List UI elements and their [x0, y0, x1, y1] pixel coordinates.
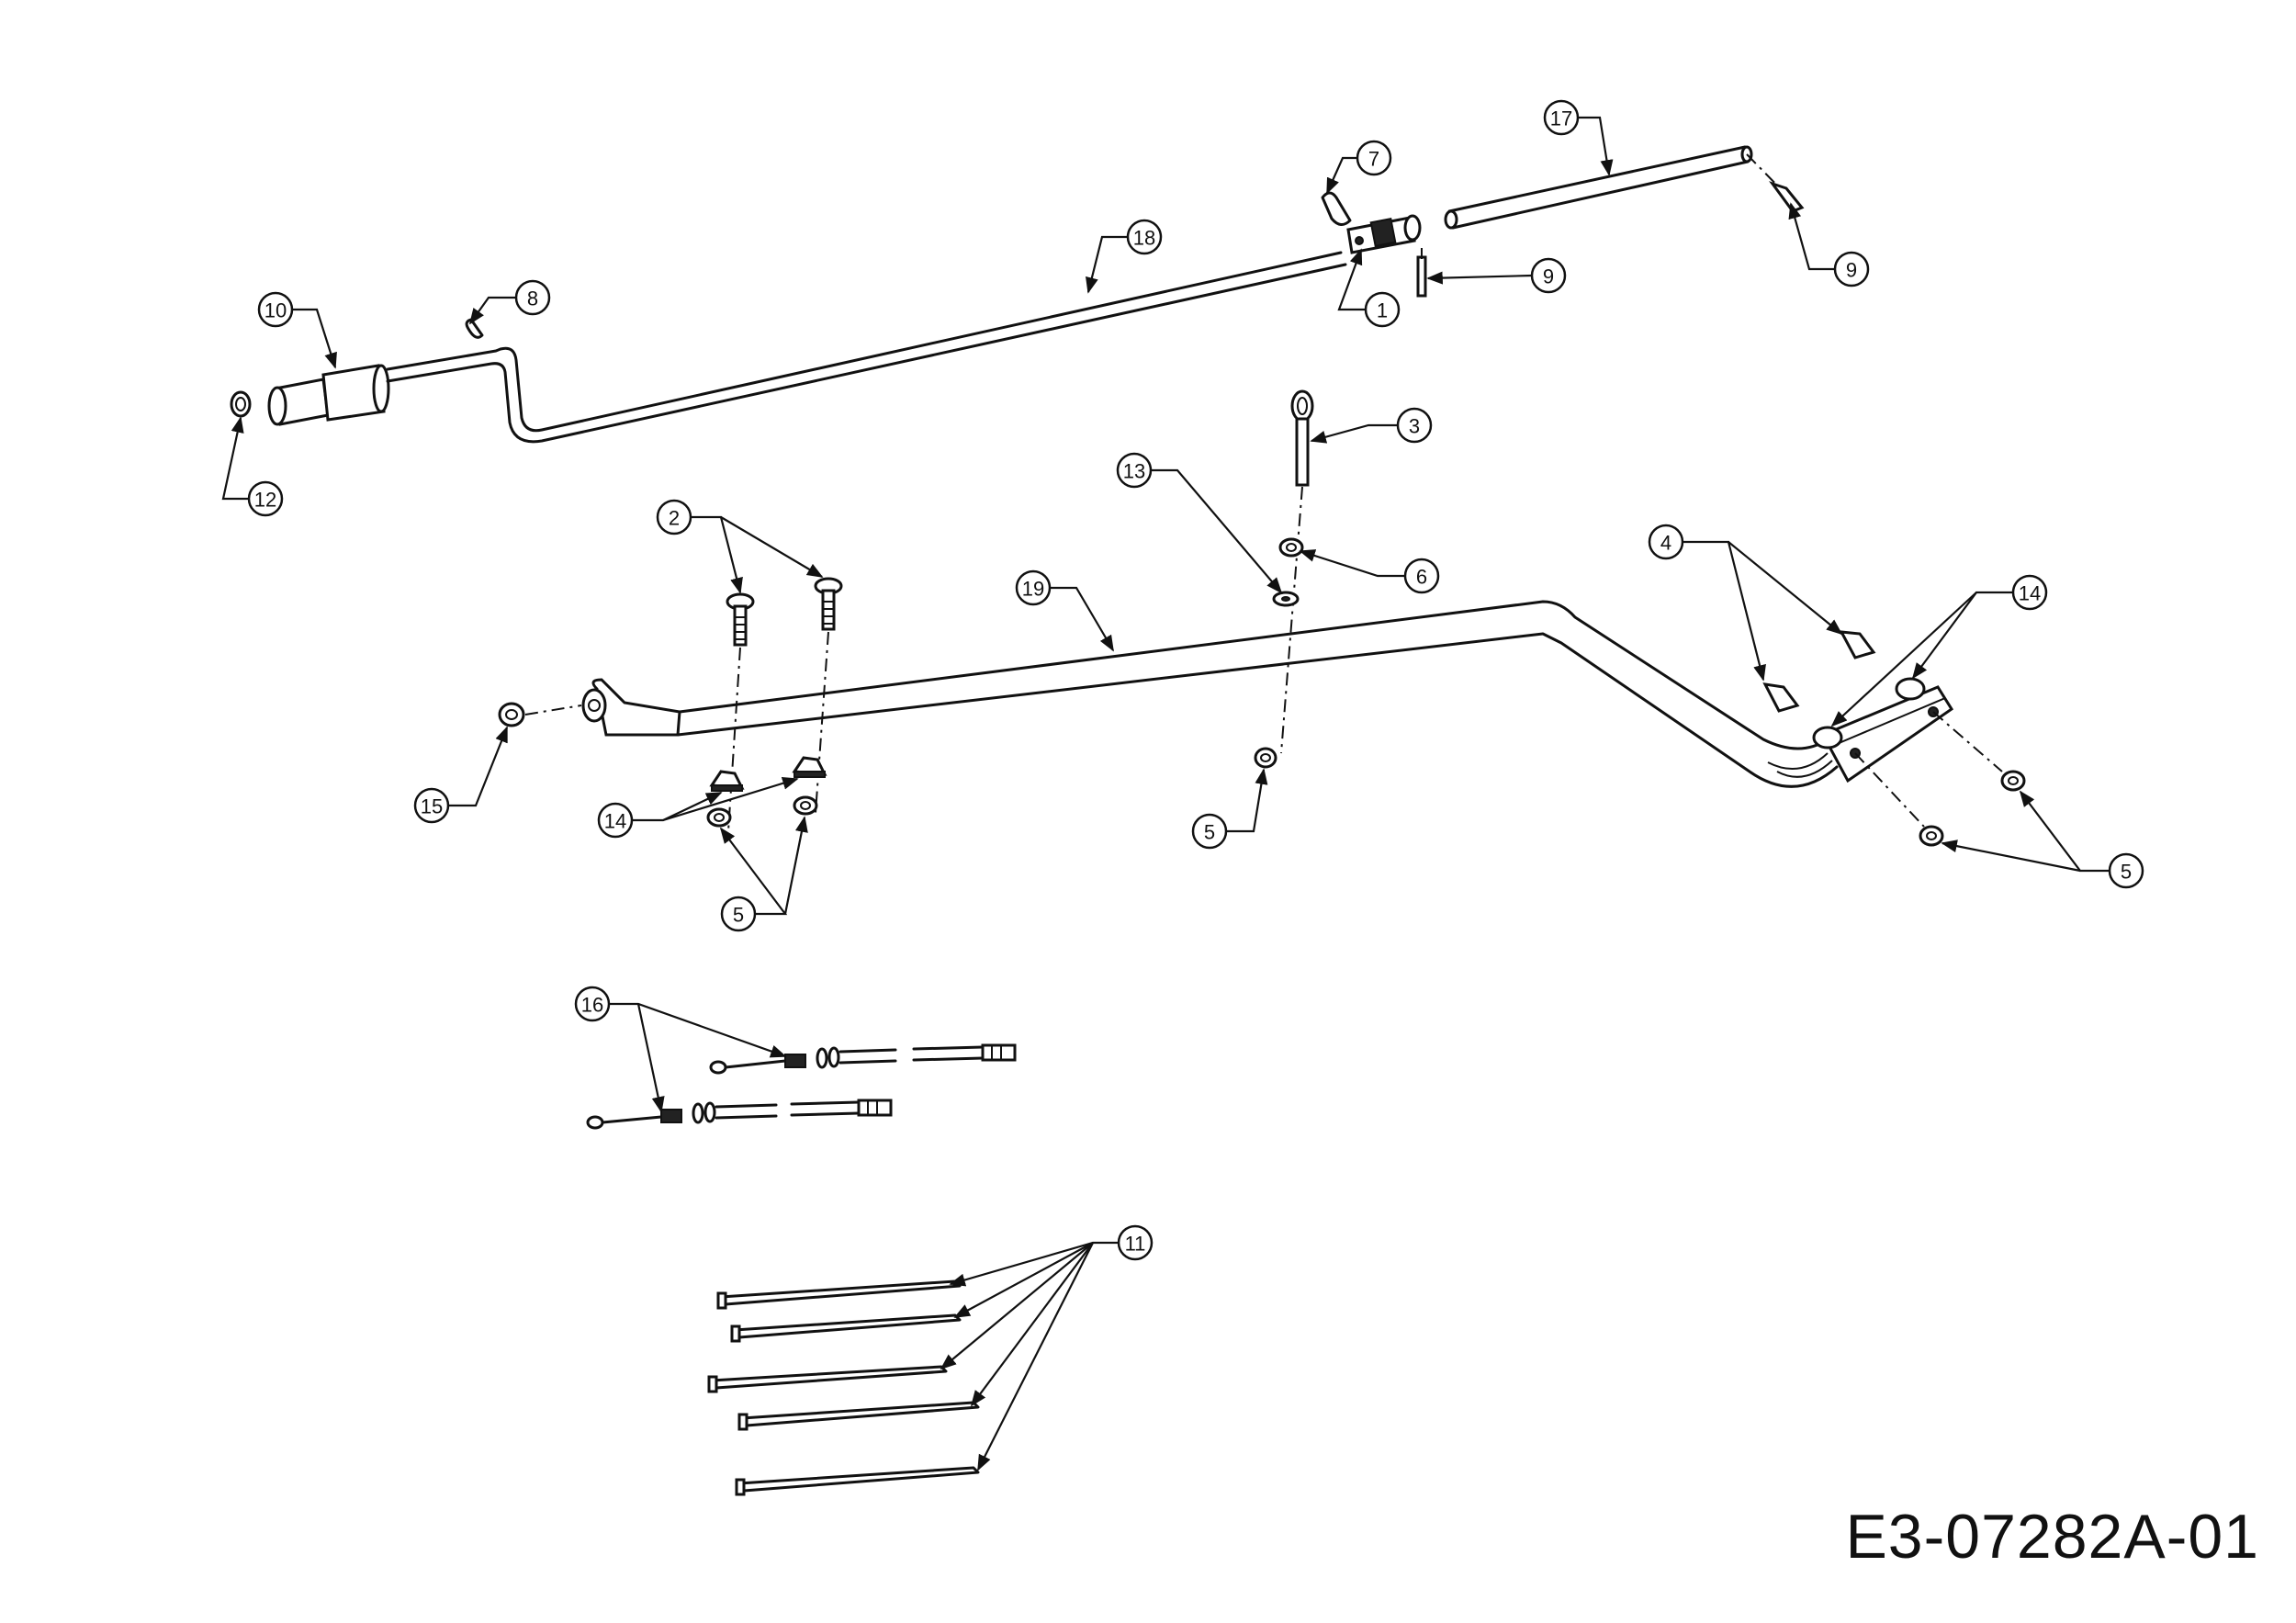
nut-part-5-right [1919, 770, 2026, 847]
callout-6: 6 [1403, 558, 1440, 594]
callout-2-label: 2 [669, 507, 680, 530]
callout-5-right: 5 [2108, 852, 2144, 889]
grip-sleeve-part-10 [267, 364, 390, 426]
callout-16-label: 16 [581, 994, 603, 1017]
callout-9-upper: 9 [1833, 251, 1870, 287]
callout-15-label: 15 [421, 795, 443, 818]
callout-5-right-label: 5 [2121, 861, 2132, 884]
callout-5-left: 5 [720, 896, 757, 932]
nut-part-5-left [706, 795, 818, 828]
callout-4: 4 [1648, 524, 1684, 560]
callout-7-label: 7 [1368, 148, 1379, 171]
callout-18-label: 18 [1133, 227, 1155, 250]
callout-13: 13 [1116, 452, 1153, 489]
crank-rod-part-18 [230, 191, 1422, 444]
clip-part-7 [1321, 191, 1352, 226]
washer-part-13 [1272, 591, 1300, 607]
nut-part-5-center [1254, 747, 1277, 769]
callout-18: 18 [1126, 219, 1163, 255]
callout-6-label: 6 [1416, 566, 1427, 589]
callout-5-center-label: 5 [1204, 821, 1215, 844]
drawing-code: E3-07282A-01 [1845, 1502, 2259, 1572]
callout-19: 19 [1015, 569, 1052, 606]
coupler-part-1 [1346, 214, 1422, 254]
bolt-part-4 [1762, 630, 1876, 713]
end-cap-part-12 [230, 390, 252, 418]
callout-8-label: 8 [527, 287, 538, 310]
callout-11-label: 11 [1125, 1233, 1146, 1256]
callout-19-label: 19 [1022, 578, 1044, 601]
callout-3: 3 [1396, 407, 1433, 444]
callout-10-label: 10 [264, 299, 287, 322]
clip-part-8 [465, 318, 484, 339]
saddle-washer-part-14-right [1812, 677, 1926, 750]
leader-lines [221, 116, 2110, 1471]
carriage-bolt-part-2 [726, 577, 843, 647]
callout-17-label: 17 [1550, 107, 1572, 130]
callout-14-right: 14 [2011, 574, 2048, 611]
callout-4-label: 4 [1660, 532, 1671, 555]
nut-part-6 [1278, 537, 1304, 558]
callout-12-label: 12 [254, 489, 276, 512]
callout-10: 10 [257, 291, 294, 328]
callout-15: 15 [413, 787, 450, 824]
handle-tube-part-19 [581, 600, 1954, 788]
callout-14-right-label: 14 [2019, 582, 2041, 605]
callout-1-label: 1 [1377, 299, 1388, 322]
callout-1: 1 [1364, 291, 1401, 328]
rod-part-17 [1444, 145, 1805, 230]
callout-9-middle-label: 9 [1543, 265, 1554, 288]
callout-5-left-label: 5 [733, 904, 744, 927]
cable-ties-part-11 [707, 1279, 980, 1496]
callout-12: 12 [247, 480, 284, 517]
callout-3-label: 3 [1409, 415, 1420, 438]
saddle-washer-part-14-left [709, 756, 827, 792]
callout-9-middle: 9 [1530, 257, 1567, 294]
callout-14-left: 14 [597, 802, 634, 839]
control-cable-part-16 [586, 1043, 1017, 1130]
callout-17: 17 [1543, 99, 1580, 136]
pin-part-9-lower [1416, 248, 1427, 298]
callout-14-left-label: 14 [604, 810, 626, 833]
callout-7: 7 [1356, 140, 1392, 176]
callout-9-upper-label: 9 [1846, 259, 1857, 282]
callout-5-center: 5 [1191, 813, 1228, 850]
callout-8: 8 [514, 279, 551, 316]
callout-2: 2 [656, 499, 692, 535]
nut-part-15 [498, 702, 582, 727]
callout-11: 11 [1117, 1224, 1154, 1261]
eye-bolt-part-3 [1290, 389, 1314, 487]
callout-13-label: 13 [1123, 460, 1145, 483]
callout-16: 16 [574, 986, 611, 1022]
